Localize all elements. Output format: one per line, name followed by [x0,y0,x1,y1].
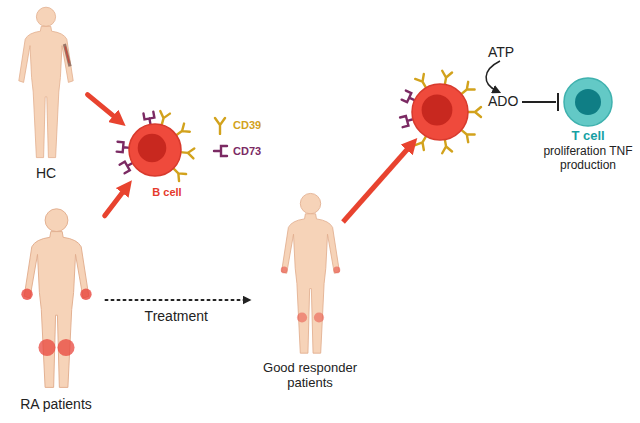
person-illustration [9,205,104,395]
legend-label: CD39 [233,119,261,131]
sampling-arrow [343,144,412,222]
conversion-arrow [486,61,500,91]
legend-label: CD73 [233,145,261,157]
edge-label: Treatment [143,308,210,324]
b-cell-symbol [400,71,481,153]
node-label: HC [36,165,56,181]
molecule-label: ATP [488,44,514,60]
node-label: T cell [571,129,604,144]
molecule-label: ADO [488,93,518,109]
receptor-symbol [210,141,230,161]
t-cell-node: T cellproliferation TNF production [540,76,636,173]
person-illustration [6,4,86,164]
legend-item: CD73 [210,138,261,164]
node-label: Good responder patients [255,361,365,391]
t-cell-symbol [560,76,616,128]
person-figure: HC [6,4,86,181]
treatment-arrow [106,299,248,301]
b-cell-symbol [113,108,197,192]
receptor-symbol [210,115,230,135]
legend-item: CD39 [210,112,261,138]
person-illustration [268,190,353,360]
sampling-arrow [105,187,127,216]
node-label: RA patients [20,396,92,412]
person-figure: Good responder patients [255,190,365,391]
inhibition-line [522,93,558,111]
node-label: B cell [152,186,181,199]
b-cell-node: B cell [113,108,197,199]
legend: CD39CD73 [210,112,261,164]
sampling-arrow [88,95,120,121]
person-figure: RA patients [9,205,104,412]
node-note: proliferation TNF production [540,145,636,173]
